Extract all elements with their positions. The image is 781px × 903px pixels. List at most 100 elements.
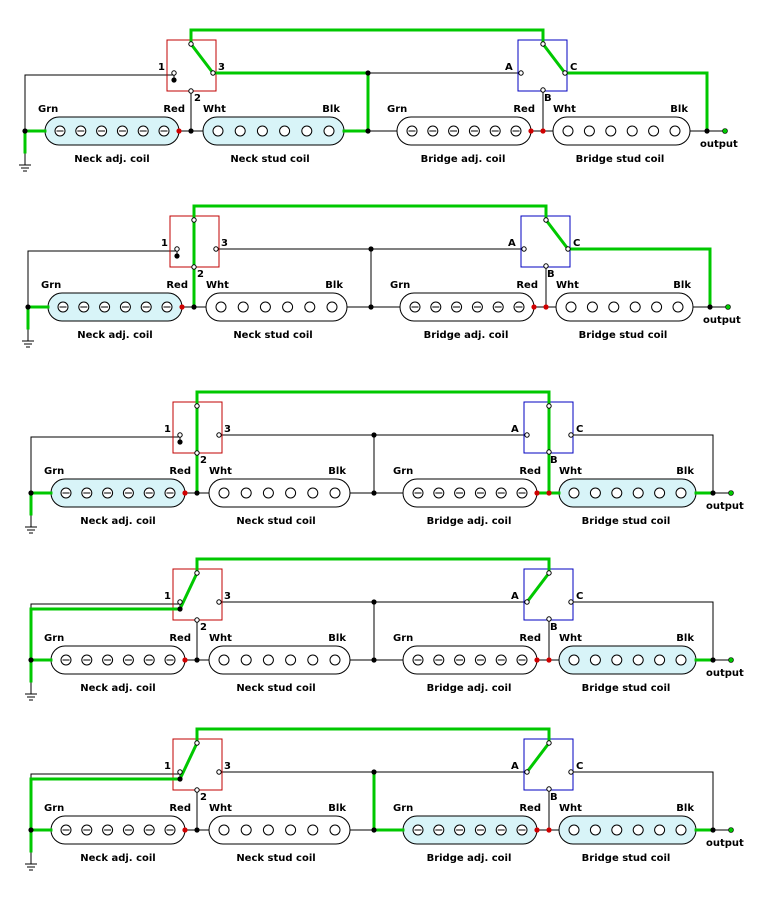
term2-junction <box>194 827 200 833</box>
bridge-stud-coil-body <box>558 645 697 675</box>
neck-stud-coil-pole-1 <box>218 824 230 836</box>
output-junction <box>704 128 710 134</box>
term1-junction <box>177 606 183 612</box>
neck-red-label: Red <box>169 633 191 644</box>
bridge-adj-coil <box>399 292 535 322</box>
active-bridge-series <box>372 770 405 832</box>
mid-junction <box>371 432 377 438</box>
termC-to-output <box>571 771 714 830</box>
bridge-stud-coil <box>558 478 697 508</box>
switch1-term3 <box>216 769 222 775</box>
bridge-red-dot <box>534 657 540 663</box>
output-junction <box>710 490 716 496</box>
neck-stud-coil-pole-5 <box>307 487 319 499</box>
switch1-common <box>194 740 200 746</box>
switch1-term2 <box>194 450 200 456</box>
mid-junction <box>371 769 377 775</box>
bridge-stud-coil-pole-3 <box>605 125 617 137</box>
neck-grn-label: Grn <box>44 803 64 814</box>
neck-stud-coil-pole-5 <box>304 301 316 313</box>
neck-grn-label: Grn <box>41 280 61 291</box>
bridge-stud-label: Bridge stud coil <box>576 154 665 165</box>
switch2-termB <box>546 616 552 622</box>
bridge-stud-coil-pole-6 <box>672 301 684 313</box>
neck-stud-coil-pole-3 <box>262 487 274 499</box>
bridge-stud-coil <box>555 292 694 322</box>
bridge-stud-coil-body <box>558 815 697 845</box>
switch1-term1 <box>177 599 183 605</box>
switch2-termB <box>546 786 552 792</box>
bridge-stud-label: Bridge stud coil <box>579 330 668 341</box>
neck-blk-label: Blk <box>325 280 343 291</box>
switch2-termB-label: B <box>550 455 558 466</box>
neck-blk-label: Blk <box>328 803 346 814</box>
neck-stud-coil-pole-5 <box>307 824 319 836</box>
neck-stud-coil-pole-3 <box>262 654 274 666</box>
neck-adj-coil <box>47 292 183 322</box>
neck-stud-label: Neck stud coil <box>233 330 312 341</box>
switch1-term2-label: 2 <box>194 93 201 104</box>
switch1-term3-label: 3 <box>224 424 231 435</box>
neck-stud-coil-pole-4 <box>279 125 291 137</box>
switch2-termB-label: B <box>544 93 552 104</box>
bridge-stud-coil-body <box>552 116 691 146</box>
bridge-stud-coil-pole-5 <box>651 301 663 313</box>
bridge-stud-coil-pole-1 <box>568 824 580 836</box>
neck-stud-label: Neck stud coil <box>230 154 309 165</box>
neck-stud-coil <box>208 478 351 508</box>
neck-red-label: Red <box>169 803 191 814</box>
neck-stud-coil-body <box>205 292 348 322</box>
bridge-wht-label: Wht <box>559 633 582 644</box>
switch2-common <box>546 570 552 576</box>
switch2-termB-label: B <box>547 269 555 280</box>
switch1-term1 <box>171 70 177 76</box>
neck-wht-label: Wht <box>206 280 229 291</box>
bridge-stud-coil-pole-1 <box>568 654 580 666</box>
neck-adj-label: Neck adj. coil <box>74 154 149 165</box>
neck-stud-label: Neck stud coil <box>236 683 315 694</box>
output-label: output <box>703 315 741 326</box>
bridge-stud-coil-pole-3 <box>608 301 620 313</box>
switch1-term2 <box>194 787 200 793</box>
neck-stud-coil-pole-4 <box>285 487 297 499</box>
neck-stud-coil <box>202 116 345 146</box>
bridge-adj-label: Bridge adj. coil <box>427 853 512 864</box>
neck-stud-coil-pole-4 <box>285 824 297 836</box>
neck-grn-label: Grn <box>38 104 58 115</box>
switch1-common <box>194 403 200 409</box>
switch2-termA-label: A <box>505 62 513 73</box>
neck-switch-box <box>172 738 223 791</box>
neck-stud-coil-pole-6 <box>329 654 341 666</box>
active-switch2-blade <box>524 740 552 775</box>
neck-stud-coil-pole-5 <box>301 125 313 137</box>
output-label: output <box>706 838 744 849</box>
switch1-common <box>191 217 197 223</box>
switch2-termB-label: B <box>550 622 558 633</box>
switch2-termA <box>524 432 530 438</box>
switch2-termA-label: A <box>511 424 519 435</box>
switch1-term2-label: 2 <box>197 269 204 280</box>
bridge-stud-coil-pole-6 <box>675 487 687 499</box>
neck-blk-label: Blk <box>328 633 346 644</box>
switch1-common <box>194 570 200 576</box>
neck-stud-coil-pole-6 <box>326 301 338 313</box>
switch2-termA <box>524 769 530 775</box>
bridge-red-dot <box>531 304 537 310</box>
neck-blk-label: Blk <box>328 466 346 477</box>
neck-stud-coil-pole-3 <box>262 824 274 836</box>
output-junction <box>710 827 716 833</box>
bridge-stud-coil-pole-2 <box>589 487 601 499</box>
switch2-termA <box>524 599 530 605</box>
neck-stud-coil-pole-2 <box>234 125 246 137</box>
switch1-term1-label: 1 <box>164 424 171 435</box>
bridge-stud-coil-pole-2 <box>586 301 598 313</box>
switch2-termC-label: C <box>570 62 577 73</box>
bridge-stud-label: Bridge stud coil <box>582 516 671 527</box>
switch2-termB <box>546 449 552 455</box>
switch1-term1-label: 1 <box>158 62 165 73</box>
switch2-termC <box>562 70 568 76</box>
bridge-red-dot <box>528 128 534 134</box>
neck-switch-1-wire <box>27 250 177 307</box>
bridge-blk-label: Blk <box>676 803 694 814</box>
neck-stud-coil-pole-1 <box>215 301 227 313</box>
